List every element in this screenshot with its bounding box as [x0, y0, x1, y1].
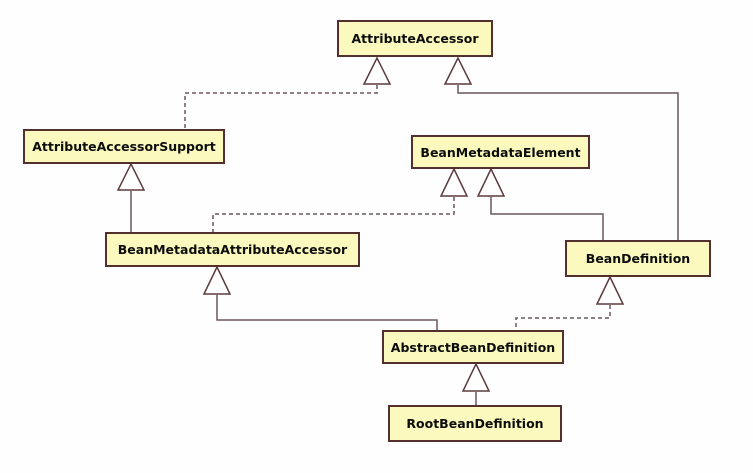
class-box-bean-definition[interactable]: BeanDefinition — [565, 240, 711, 277]
generalization-arrowhead-icon — [362, 56, 392, 85]
generalization-arrowhead-icon — [439, 167, 469, 197]
class-label: BeanDefinition — [585, 251, 691, 266]
generalization-arrowhead-icon — [476, 167, 506, 197]
class-box-attribute-accessor-support[interactable]: AttributeAccessorSupport — [23, 129, 225, 164]
edge-abstractbeandefinition-beanmetadataattributeaccessor — [216, 295, 438, 330]
class-label: RootBeanDefinition — [406, 416, 544, 431]
class-box-attribute-accessor[interactable]: AttributeAccessor — [337, 20, 493, 57]
class-label: AttributeAccessorSupport — [32, 139, 216, 154]
class-box-bean-metadata-element[interactable]: BeanMetadataElement — [411, 135, 590, 169]
generalization-arrowhead-icon — [443, 56, 473, 85]
generalization-arrowhead-icon — [116, 162, 146, 191]
edge-beanmetadataattributeaccessor-beanmetadataelement — [212, 197, 455, 232]
class-box-bean-metadata-attribute-accessor[interactable]: BeanMetadataAttributeAccessor — [105, 232, 360, 267]
generalization-arrowhead-icon — [595, 275, 625, 305]
edge-attributeaccessorsupport-attributeaccessor — [184, 85, 378, 129]
class-label: BeanMetadataAttributeAccessor — [117, 242, 348, 257]
edge-beandefinition-beanmetadataelement — [490, 197, 604, 240]
class-box-abstract-bean-definition[interactable]: AbstractBeanDefinition — [382, 330, 564, 364]
class-label: AbstractBeanDefinition — [390, 339, 556, 355]
class-label: BeanMetadataElement — [420, 144, 581, 160]
edge-abstractbeandefinition-beandefinition — [515, 305, 611, 330]
class-box-root-bean-definition[interactable]: RootBeanDefinition — [388, 405, 562, 442]
class-label: AttributeAccessor — [351, 31, 479, 46]
edge-beandefinition-attributeaccessor — [457, 85, 679, 240]
generalization-arrowhead-icon — [461, 362, 491, 392]
generalization-arrowhead-icon — [202, 265, 232, 295]
